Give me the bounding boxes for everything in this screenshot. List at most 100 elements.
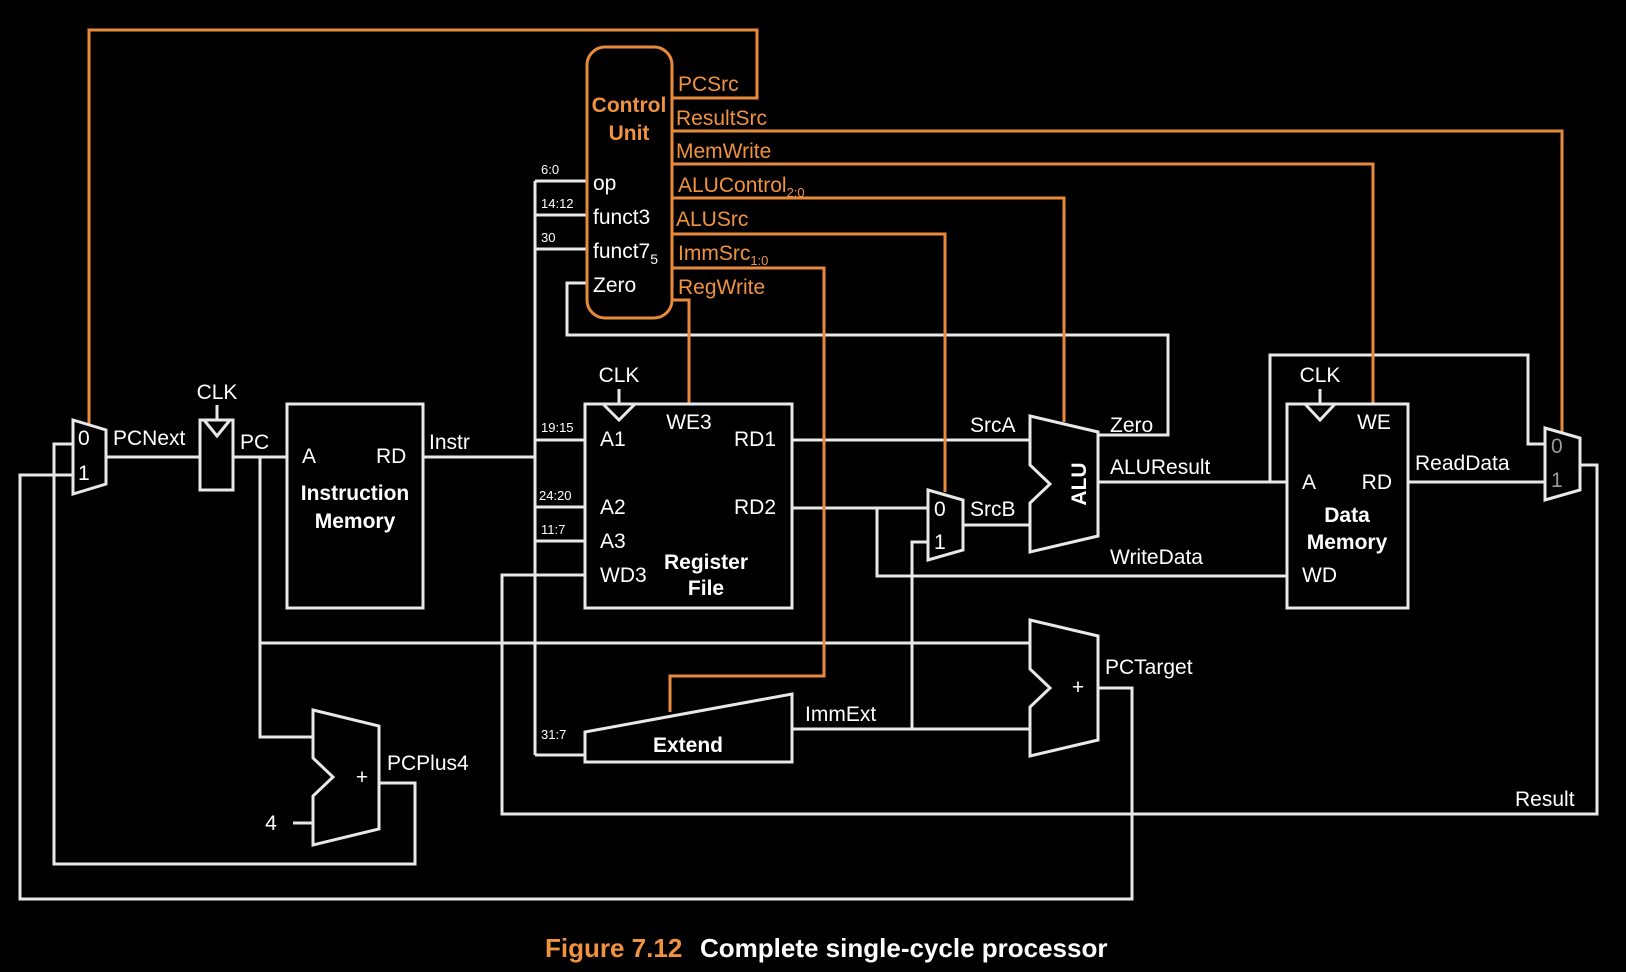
caption-title: Complete single-cycle processor: [700, 933, 1107, 963]
figure-caption: Figure 7.12 Complete single-cycle proces…: [545, 933, 1107, 963]
regfile-port-rd1: RD1: [734, 428, 776, 451]
regfile-port-a3: A3: [600, 530, 626, 553]
caption-number: Figure 7.12: [545, 933, 682, 963]
srcb-mux: 0 1: [926, 488, 965, 562]
regfile-port-wd3: WD3: [600, 564, 647, 587]
dmem-title-2: Memory: [1307, 531, 1388, 554]
pc-mux-in1: 1: [78, 462, 90, 485]
pctarget-adder-symbol: +: [1072, 676, 1084, 699]
control-unit-title-2: Unit: [609, 122, 650, 145]
dmem-port-wd: WD: [1302, 564, 1337, 587]
imem-title-1: Instruction: [301, 482, 410, 505]
extend-unit-body: [583, 692, 794, 764]
result-mux-in1: 1: [1551, 469, 1563, 492]
dmem-clk: CLK: [1300, 364, 1341, 387]
field-op-bits: 6:0: [541, 162, 559, 177]
regfile-port-we3: WE3: [666, 411, 712, 434]
constant-four: 4: [265, 812, 277, 835]
regfile-title-2: File: [688, 577, 724, 600]
signal-srca: SrcA: [970, 414, 1016, 437]
cu-input-funct3: funct3: [593, 206, 650, 229]
extend-label: Extend: [653, 734, 723, 757]
signal-aluresult: ALUResult: [1110, 456, 1211, 479]
instruction-memory-box: [285, 402, 425, 610]
pc-mux-in0: 0: [78, 427, 90, 450]
field-a1-bits: 19:15: [541, 420, 574, 435]
pcplus4-adder-symbol: +: [356, 766, 368, 789]
extend-unit: Extend: [583, 692, 794, 764]
pc-mux: 0 1: [71, 417, 108, 497]
signal-pctarget: PCTarget: [1105, 656, 1193, 679]
pc-register-clock-icon: [202, 419, 232, 439]
signal-readdata: ReadData: [1415, 452, 1510, 475]
regfile-port-a1: A1: [600, 428, 626, 451]
field-imm-bits: 31:7: [541, 727, 566, 742]
imem-port-a: A: [302, 445, 316, 468]
imem-port-rd: RD: [376, 445, 406, 468]
signal-immext: ImmExt: [805, 703, 876, 726]
pcplus4-adder: +: [311, 708, 381, 847]
result-mux: 0 1: [1543, 426, 1582, 502]
bit-field-labels: 6:0 14:12 30 19:15 24:20 11:7 31:7: [539, 162, 574, 742]
pc-register: CLK: [197, 381, 238, 492]
signal-pc: PC: [240, 431, 269, 454]
dmem-port-we: WE: [1357, 411, 1391, 434]
result-mux-in0: 0: [1551, 435, 1563, 458]
regfile-port-a2: A2: [600, 496, 626, 519]
control-wires: [87, 28, 1564, 712]
signal-pcplus4: PCPlus4: [387, 752, 469, 775]
field-a2-bits: 24:20: [539, 488, 572, 503]
pc-mux-body: [71, 417, 108, 497]
cu-input-op: op: [593, 172, 616, 195]
signal-alucontrol: ALUControl2:0: [678, 174, 805, 200]
signal-alusrc: ALUSrc: [676, 208, 748, 231]
result-mux-body: [1543, 426, 1582, 502]
regfile-title-1: Register: [664, 551, 748, 574]
alu: ALU: [1028, 414, 1100, 554]
field-funct3-bits: 14:12: [541, 196, 574, 211]
regfile-clk: CLK: [599, 364, 640, 387]
register-file: CLK A1 A2 A3 WD3 RD1 RD2 WE3 Register Fi…: [583, 364, 794, 610]
srcb-mux-in1: 1: [934, 531, 946, 554]
alu-label: ALU: [1068, 462, 1091, 505]
field-funct7-bits: 30: [541, 230, 555, 245]
dmem-clock-icon: [1303, 402, 1337, 423]
pctarget-adder-body: [1028, 618, 1100, 758]
srcb-mux-body: [926, 488, 965, 562]
signal-regwrite: RegWrite: [678, 276, 765, 299]
signal-instr: Instr: [429, 431, 470, 454]
dmem-port-rd: RD: [1362, 471, 1392, 494]
signal-result: Result: [1515, 788, 1575, 811]
pcplus4-adder-body: [311, 708, 381, 847]
pc-register-body: [198, 418, 235, 492]
alu-body: [1028, 414, 1100, 554]
regfile-port-rd2: RD2: [734, 496, 776, 519]
signal-zero: Zero: [1110, 414, 1153, 437]
field-a3-bits: 11:7: [541, 522, 565, 537]
dmem-port-a: A: [1302, 471, 1316, 494]
srcb-mux-in0: 0: [934, 498, 946, 521]
signal-srcb: SrcB: [970, 498, 1016, 521]
pctarget-adder: +: [1028, 618, 1100, 758]
instruction-memory: A RD Instruction Memory: [285, 402, 425, 610]
datapath-wires: [18, 179, 1599, 901]
signal-pcsrc: PCSrc: [678, 73, 739, 96]
signal-resultsrc: ResultSrc: [676, 107, 767, 130]
register-file-box: [583, 402, 794, 610]
cu-input-zero: Zero: [593, 274, 636, 297]
signal-immsrc: ImmSrc1:0: [678, 242, 768, 268]
data-memory: CLK A RD WD WE Data Memory: [1285, 364, 1410, 610]
data-memory-box: [1285, 402, 1410, 610]
control-unit-box: [585, 45, 674, 320]
control-unit: Control Unit op funct3 funct75 Zero PCSr…: [585, 45, 805, 320]
control-unit-title-1: Control: [592, 94, 667, 117]
imem-title-2: Memory: [315, 510, 396, 533]
signal-pcnext: PCNext: [113, 427, 186, 450]
cu-input-funct7: funct75: [593, 240, 658, 267]
dmem-title-1: Data: [1324, 504, 1370, 527]
regfile-clock-icon: [601, 402, 637, 423]
pc-register-clk: CLK: [197, 381, 238, 404]
signal-memwrite: MemWrite: [676, 140, 771, 163]
signal-writedata: WriteData: [1110, 546, 1203, 569]
